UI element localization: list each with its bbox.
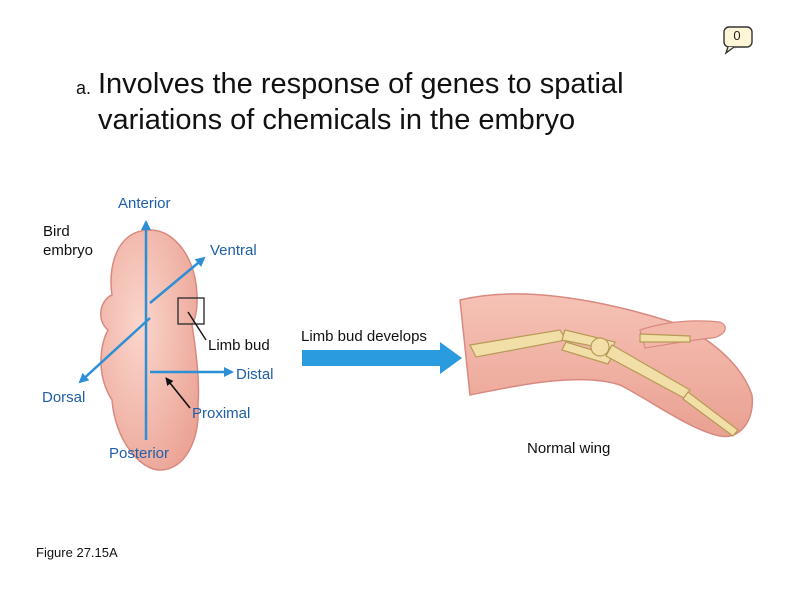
label-normal-wing: Normal wing (527, 440, 611, 457)
limb-bud-leader (187, 311, 207, 341)
ventral-axis (149, 256, 206, 304)
limb-bud-box (177, 297, 205, 325)
label-limb-bud: Limb bud (208, 337, 270, 354)
label-limb-bud-develops: Limb bud develops (301, 328, 427, 345)
proximal-leader (165, 377, 191, 409)
label-dorsal: Dorsal (42, 389, 86, 406)
develops-arrow (302, 342, 462, 374)
speech-bubble-icon (723, 26, 753, 55)
slide-number-badge: 0 (722, 25, 756, 55)
label-anterior: Anterior (118, 195, 171, 212)
label-bird-embryo-line2: embryo (43, 242, 94, 259)
label-ventral: Ventral (210, 242, 257, 259)
wing-bone-short-digit (639, 333, 691, 343)
figure-caption: Figure 27.15A (36, 545, 118, 560)
label-proximal: Proximal (192, 405, 251, 422)
slide-number: 0 (733, 28, 741, 43)
wing-joint (590, 337, 610, 357)
bullet-text-line-2: variations of chemicals in the embryo (98, 104, 576, 136)
bullet-text-line-1: Involves the response of genes to spatia… (98, 68, 624, 100)
dorsal-axis (78, 317, 151, 384)
label-distal: Distal (236, 366, 274, 383)
label-posterior: Posterior (109, 445, 170, 462)
bird-embryo-shape (100, 229, 200, 471)
wing-bone-digit (682, 391, 739, 437)
label-bird-embryo-line1: Bird (43, 223, 70, 240)
bullet-marker: a. (76, 78, 92, 98)
